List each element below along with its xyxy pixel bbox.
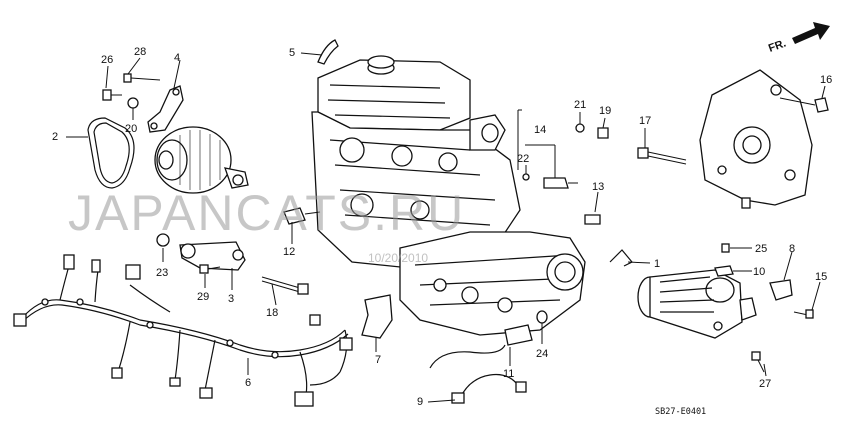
callout-23: 23 xyxy=(156,267,168,279)
speed-sensor xyxy=(504,324,533,346)
mount-nut xyxy=(814,97,829,113)
callout-19: 19 xyxy=(599,105,611,117)
oil-pressure-switch xyxy=(543,177,569,189)
alternator-belt xyxy=(87,117,135,189)
bolt-group xyxy=(102,73,161,109)
harness-bracket xyxy=(361,294,393,339)
callout-8: 8 xyxy=(789,243,795,255)
engine-assembly xyxy=(311,55,586,336)
alternator-bracket xyxy=(147,85,184,133)
callout-2: 2 xyxy=(52,131,58,143)
callout-13: 13 xyxy=(592,181,604,193)
callout-27: 27 xyxy=(759,378,771,390)
callout-28: 28 xyxy=(134,46,146,58)
temperature-sensor xyxy=(283,207,306,225)
callout-1: 1 xyxy=(654,258,660,270)
callout-18: 18 xyxy=(266,307,278,319)
callout-3: 3 xyxy=(228,293,234,305)
callout-11: 11 xyxy=(503,368,514,380)
leader-lines xyxy=(66,52,826,403)
callout-24: 24 xyxy=(536,348,548,360)
callout-5: 5 xyxy=(289,47,295,59)
callout-10: 10 xyxy=(753,266,765,278)
rear-engine-bracket xyxy=(699,69,813,209)
flange-bolt xyxy=(199,264,209,274)
callout-26: 26 xyxy=(101,54,113,66)
callout-29: 29 xyxy=(197,291,209,303)
clip xyxy=(609,249,633,267)
callout-21: 21 xyxy=(574,99,586,111)
watermark-date: 10/20/2010 xyxy=(368,251,428,265)
callouts: 1 2 3 4 5 6 7 8 9 10 11 12 13 14 15 16 1… xyxy=(52,46,832,408)
solenoid-terminal xyxy=(714,265,734,277)
watermark: JAPANCATS.RU xyxy=(68,185,465,241)
cable-bracket xyxy=(769,279,793,301)
gasket-washer xyxy=(536,310,548,324)
svg-text:FR.: FR. xyxy=(767,37,788,54)
diagram-code: SB27-E0401 xyxy=(655,407,706,417)
callout-9: 9 xyxy=(417,396,423,408)
callout-22: 22 xyxy=(517,153,529,165)
oil-pressure-wire xyxy=(429,344,521,399)
stud-bolt xyxy=(297,283,309,295)
nut xyxy=(156,233,170,247)
callout-7: 7 xyxy=(375,354,381,366)
wire-harness xyxy=(13,254,353,407)
engine-mount-bracket xyxy=(179,241,246,271)
callout-20: 20 xyxy=(125,123,137,135)
callout-6: 6 xyxy=(245,377,251,389)
hose-clamp xyxy=(317,39,339,65)
callout-25: 25 xyxy=(755,243,767,255)
callout-17: 17 xyxy=(639,115,651,127)
callout-4: 4 xyxy=(174,52,180,64)
starter-motor xyxy=(637,269,757,339)
callout-16: 16 xyxy=(820,74,832,86)
callout-15: 15 xyxy=(815,271,827,283)
alternator xyxy=(154,126,249,194)
front-direction-arrow: FR. xyxy=(767,22,830,55)
callout-12: 12 xyxy=(283,246,295,258)
callout-14: 14 xyxy=(534,124,546,136)
